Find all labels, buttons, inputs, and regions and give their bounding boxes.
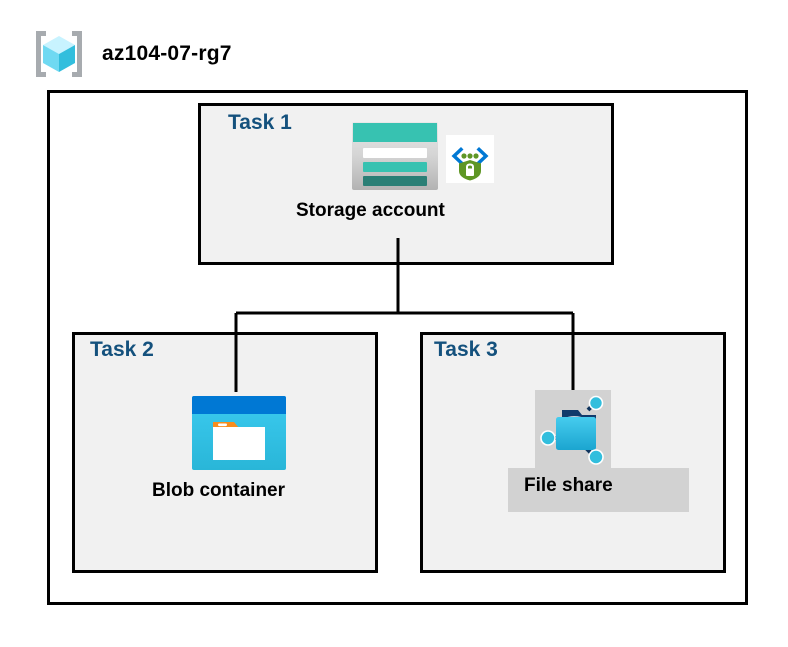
storage-account-icon [352, 122, 438, 190]
task-1-label: Task 1 [228, 111, 292, 134]
file-share-label-highlight [508, 468, 689, 512]
private-link-icon [446, 135, 494, 183]
resource-group-header: az104-07-rg7 [30, 28, 232, 80]
task-3-label: Task 3 [434, 338, 498, 361]
blob-container-icon [192, 396, 286, 470]
blob-container-label: Blob container [152, 480, 286, 501]
resource-group-cube-icon [36, 31, 82, 77]
storage-account-label: Storage account [296, 200, 445, 221]
resource-group-name: az104-07-rg7 [102, 42, 232, 65]
file-share-label: File share [524, 475, 613, 496]
file-share-icon [540, 395, 604, 465]
task-2-label: Task 2 [90, 338, 154, 361]
